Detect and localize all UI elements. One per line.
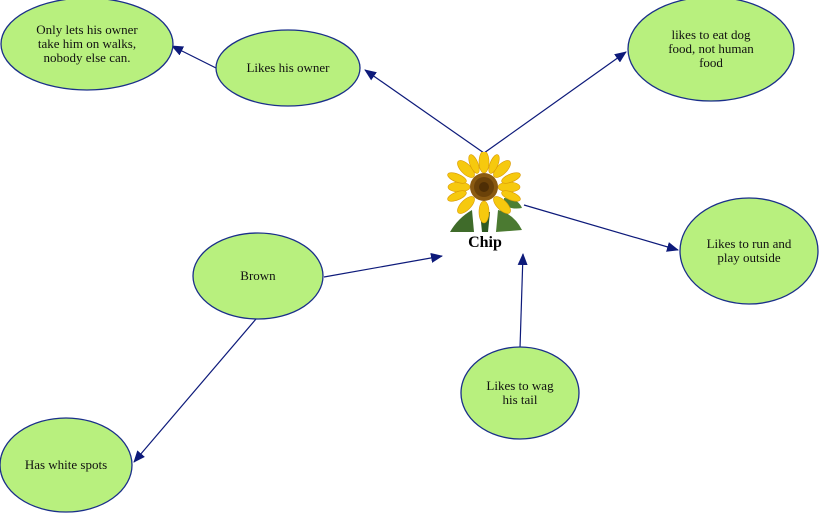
arrow-center-to-run-play: [523, 204, 679, 252]
arrow-center-to-dog-food: [483, 51, 627, 154]
arrow-wag-tail-to-center: [517, 253, 528, 349]
sunflower-icon[interactable]: [444, 152, 526, 234]
node-shape-white-spots[interactable]: [0, 417, 133, 513]
node-shape-run-play[interactable]: [679, 197, 819, 305]
arrow-likes-owner-to-only-owner: [171, 45, 217, 69]
node-shape-only-owner[interactable]: [0, 0, 174, 91]
arrow-center-to-likes-owner: [364, 69, 485, 154]
arrow-brown-to-center: [323, 253, 443, 278]
node-likes-owner[interactable]: Likes his owner: [246, 60, 330, 75]
node-brown[interactable]: Brown: [240, 268, 276, 283]
node-dog-food[interactable]: likes to eat dog food, not human food: [668, 27, 754, 70]
node-shape-wag-tail[interactable]: [460, 346, 580, 440]
node-white-spots[interactable]: Has white spots: [24, 457, 108, 472]
node-only-owner[interactable]: Only lets his owner take him on walks, n…: [36, 22, 138, 65]
arrow-brown-to-white-spots: [133, 318, 257, 463]
node-shape-likes-owner[interactable]: [215, 29, 361, 107]
node-wag-tail[interactable]: Likes to wag his tail: [486, 378, 554, 407]
node-shape-brown[interactable]: [192, 232, 324, 320]
node-run-play[interactable]: Likes to run and play outside: [706, 236, 792, 265]
node-shape-dog-food[interactable]: [627, 0, 795, 102]
central-topic-title[interactable]: Chip: [468, 234, 502, 251]
